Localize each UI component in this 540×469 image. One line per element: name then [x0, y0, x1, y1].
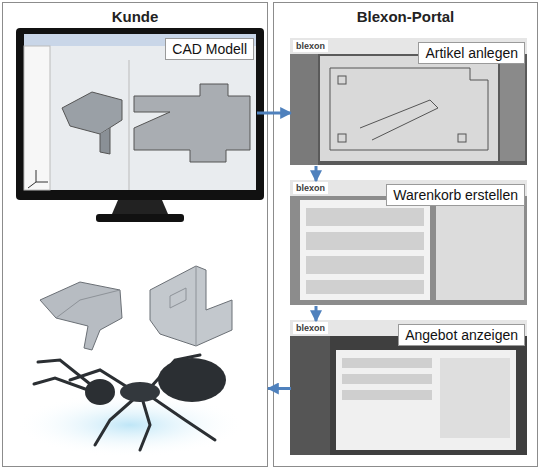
flow-arrow	[315, 166, 318, 181]
ant-leg	[140, 398, 150, 450]
cart-item	[306, 208, 424, 226]
step-box: Angebot anzeigen	[291, 321, 528, 456]
sheet-metal-part	[40, 282, 122, 350]
ant-leg	[95, 398, 135, 445]
ant-gaster	[158, 358, 226, 402]
monitor-stand	[112, 200, 168, 214]
cad-divider	[129, 60, 130, 190]
screenshot	[290, 320, 527, 455]
cart-item	[306, 232, 424, 250]
glow	[15, 393, 245, 457]
sidebar	[290, 336, 330, 455]
axis-triad	[28, 170, 48, 188]
flow-arrow	[257, 112, 291, 115]
logo-text: blexon	[293, 40, 328, 52]
form	[440, 358, 510, 438]
swimlane-panel: Blexon-PortalArtikel anlegenWarenkorb er…	[273, 2, 538, 467]
logo-text: blexon	[293, 322, 328, 334]
cad-flat-pattern	[134, 84, 250, 162]
slot	[338, 134, 346, 142]
step-label: Angebot anzeigen	[398, 324, 525, 346]
dialog	[336, 350, 516, 450]
row	[342, 374, 432, 384]
bend-line	[56, 290, 120, 318]
screenshot	[290, 38, 527, 165]
side-panel	[436, 200, 524, 300]
slot	[458, 134, 466, 142]
logo-text: blexon	[293, 182, 328, 194]
monitor-frame	[16, 28, 264, 200]
sheet-metal-part	[150, 266, 232, 346]
screenshot	[290, 180, 527, 305]
monitor-screen	[24, 34, 256, 190]
step-label: CAD Modell	[165, 38, 254, 60]
window	[290, 180, 527, 305]
side-panel	[500, 56, 525, 161]
row	[342, 358, 432, 368]
canvas	[320, 56, 498, 161]
sidebar	[290, 54, 318, 165]
step-label: Artikel anlegen	[418, 42, 525, 64]
cart-item	[306, 256, 424, 274]
swimlane-panel: KundeCAD Modell	[2, 2, 268, 467]
flow-arrow	[315, 306, 318, 321]
ant-head	[85, 379, 115, 405]
cart-list	[300, 200, 430, 300]
step-box: Artikel anlegen	[291, 39, 528, 166]
step-box: Warenkorb erstellen	[291, 181, 528, 306]
window	[290, 320, 527, 455]
window	[290, 38, 527, 165]
cart-item	[306, 280, 424, 294]
ant-thorax	[120, 382, 160, 402]
flow-arrow	[268, 387, 291, 390]
part-outline	[330, 68, 488, 150]
cad-part-3d	[62, 92, 122, 134]
cad-part-flap	[100, 128, 110, 154]
step-box: CAD Modell	[25, 35, 257, 191]
cad-tree	[24, 46, 50, 190]
bend-line	[170, 266, 196, 346]
monitor-base	[96, 214, 184, 222]
monitor	[16, 28, 264, 222]
row	[342, 390, 432, 400]
slot	[338, 76, 346, 84]
panel-heading: Kunde	[3, 8, 267, 25]
step-label: Warenkorb erstellen	[386, 184, 525, 206]
panel-heading: Blexon-Portal	[274, 8, 537, 25]
ant-leg	[150, 396, 215, 440]
ant-antenna	[34, 378, 88, 390]
